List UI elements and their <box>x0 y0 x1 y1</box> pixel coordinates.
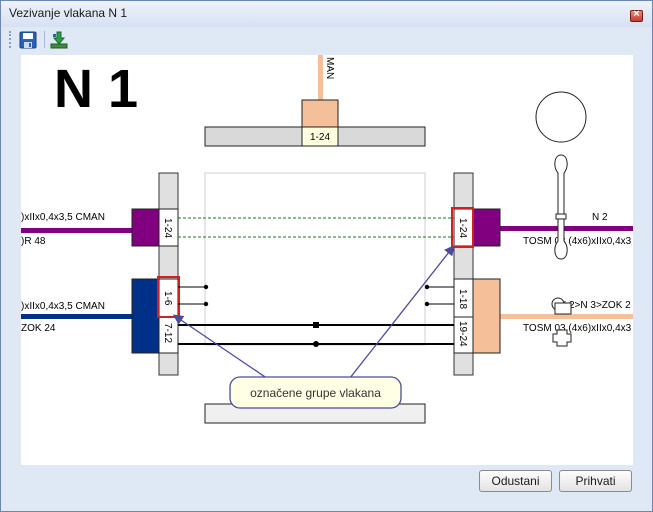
left-fiber-group-1-6-label: 1-6 <box>162 291 173 306</box>
toolbar <box>1 28 652 52</box>
cancel-button[interactable]: Odustani <box>479 470 552 492</box>
splice-diagram[interactable]: N 1 MAN 1-24 1-24 )xIIx0,4x3,5 CMAN )R 4… <box>21 55 633 465</box>
left-cable-2-name: )xIIx0,4x3,5 CMAN <box>21 301 105 312</box>
closure-clip-symbol <box>555 213 567 220</box>
title-bar: Vezivanje vlakana N 1 × <box>1 1 652 27</box>
right-cable-1-line <box>500 226 633 231</box>
splice-area-frame <box>204 172 426 346</box>
right-cable-2-line <box>500 314 633 319</box>
left-stub-1-dot <box>203 284 209 290</box>
callout-arrow-left <box>172 314 275 384</box>
right-group-highlight <box>451 207 474 248</box>
right-cable-2-code: TOSM 03 (4x6)xIIx0,4x3 <box>523 323 632 334</box>
splice-point-1 <box>313 322 319 328</box>
left-cable-1-line <box>21 228 132 233</box>
accept-button[interactable]: Prihvati <box>559 470 632 492</box>
toolbar-separator <box>44 31 45 48</box>
closure-body-symbol <box>554 154 568 260</box>
left-cable-1-block <box>131 208 160 247</box>
right-fiber-group-19-24[interactable] <box>453 316 474 354</box>
right-fiber-group-1-18-label: 1-18 <box>457 289 468 309</box>
save-button[interactable] <box>18 30 38 50</box>
left-cable-1-name: )xIIx0,4x3,5 CMAN <box>21 212 105 223</box>
right-fiber-group-19-24-label: 19-24 <box>457 321 468 347</box>
top-cable-label: MAN <box>324 57 335 79</box>
close-icon: × <box>633 8 640 20</box>
left-cable-2-block <box>131 278 160 354</box>
top-fiber-group[interactable] <box>301 126 339 147</box>
splice-point-2 <box>313 341 319 347</box>
window-title: Vezivanje vlakana N 1 <box>9 6 128 20</box>
left-fiber-group-7-12-label: 7-12 <box>162 323 173 343</box>
right-cable-1-name: N 2 <box>592 212 608 223</box>
callout-box <box>229 376 402 409</box>
right-cable-1-code: TOSM 03 (4x6)xIIx0,4x3 <box>523 236 632 247</box>
right-stub-1-dot <box>424 284 430 290</box>
left-stub-2-dot <box>203 301 209 307</box>
right-stub-2-dot <box>424 301 430 307</box>
toolbar-grip <box>9 31 14 48</box>
closure-circle-symbol <box>535 91 587 143</box>
import-icon <box>50 31 68 49</box>
node-title: N 1 <box>54 59 138 119</box>
left-fiber-group-1-24[interactable] <box>158 208 179 247</box>
left-cable-2-code: ZOK 24 <box>21 323 56 334</box>
callout-arrow-right <box>345 244 455 384</box>
right-cable-1-block <box>472 208 501 247</box>
close-button[interactable]: × <box>630 8 643 22</box>
port-square-symbol <box>554 302 572 315</box>
left-cable-2-line <box>21 314 132 319</box>
left-fiber-group-1-24-label: 1-24 <box>162 218 173 238</box>
top-fiber-group-label: 1-24 <box>310 132 330 143</box>
import-button[interactable] <box>49 30 69 50</box>
left-group-highlight <box>157 276 180 318</box>
right-cable-2-block <box>472 278 501 354</box>
left-cable-1-code: )R 48 <box>21 236 46 247</box>
callout-text: označene grupe vlakana <box>250 386 381 400</box>
top-cable-block <box>301 99 339 128</box>
right-fiber-group-1-24-label: 1-24 <box>457 218 468 238</box>
save-icon <box>19 31 37 49</box>
top-cable-line <box>318 55 323 100</box>
port-plug-symbol <box>552 329 572 347</box>
right-cable-2-name: N 2>N 3>ZOK 2 <box>559 300 631 311</box>
